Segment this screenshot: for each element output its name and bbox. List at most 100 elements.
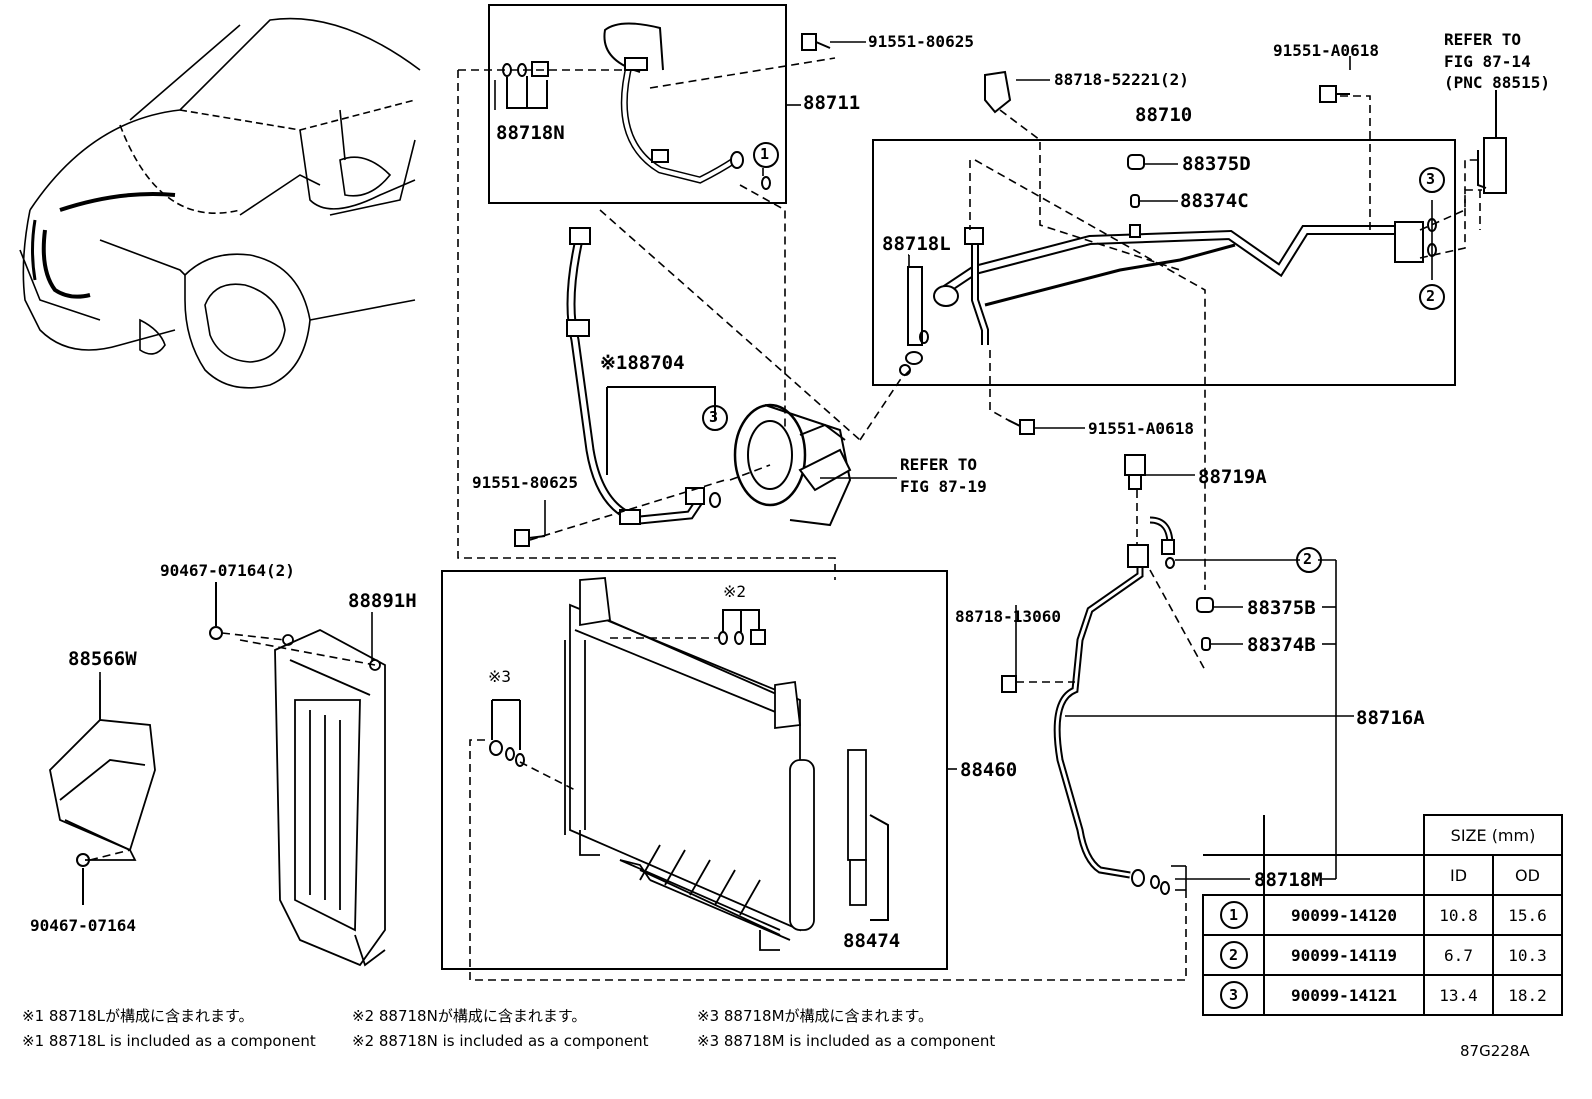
shroud-88891H <box>274 628 386 967</box>
label-90467-07164-2[interactable]: 90467-07164(2) <box>160 561 295 580</box>
refer-fig-87-14-line1[interactable]: REFER TO <box>1444 30 1522 49</box>
refer-fig-87-14-line2[interactable]: FIG 87-14 <box>1444 52 1531 71</box>
size-table-blank <box>1264 815 1425 856</box>
condenser-88460 <box>564 577 867 951</box>
refer-fig-87-19-line2[interactable]: FIG 87-19 <box>900 477 987 496</box>
label-note3-mark: ※3 <box>488 667 512 686</box>
cap-88375B <box>1196 597 1214 613</box>
label-88718-52221[interactable]: 88718-52221(2) <box>1054 70 1189 89</box>
size-table: SIZE (mm) ID OD 1 90099-14120 10.8 15.6 … <box>1202 814 1563 1016</box>
tube-88716A <box>1001 516 1175 895</box>
callout-circle-2a <box>1419 284 1445 310</box>
callout-3-number-b: 3 <box>1426 170 1436 188</box>
size-table-blank <box>1264 855 1425 896</box>
note-en-2: ※2 88718N is included as a component <box>352 1032 649 1050</box>
label-88718N[interactable]: 88718N <box>496 122 565 144</box>
bracket-88474 <box>869 814 889 921</box>
callout-2-number-b: 2 <box>1303 550 1313 568</box>
label-88375B[interactable]: 88375B <box>1247 597 1316 619</box>
size-table-ref-cell: 3 <box>1202 974 1265 1016</box>
car-outline-illustration <box>19 17 421 389</box>
refer-fig-87-14-line3[interactable]: (PNC 88515) <box>1444 73 1550 92</box>
compressor <box>733 403 852 527</box>
bolt-91551-A0618-mid <box>1007 419 1035 435</box>
size-table-row: 2 90099-14119 6.7 10.3 <box>1202 934 1563 976</box>
bolt-91551-80625-mid <box>514 529 546 547</box>
label-88375D[interactable]: 88375D <box>1182 153 1251 175</box>
label-88374B[interactable]: 88374B <box>1247 634 1316 656</box>
bracket-88704 <box>607 386 716 420</box>
o-rings-note2 <box>718 609 766 645</box>
label-88719A[interactable]: 88719A <box>1198 466 1267 488</box>
expansion-valve <box>1477 90 1507 194</box>
size-table-subheader-row: ID OD <box>1203 854 1563 896</box>
label-88474[interactable]: 88474 <box>843 930 901 952</box>
note-jp-3: ※3 88718Mが構成に含まれます。 <box>697 1007 934 1025</box>
clip-88718-52221 <box>984 70 1012 114</box>
hose-88711 <box>603 22 744 184</box>
bolt-88375D <box>1127 154 1145 170</box>
label-88891H[interactable]: 88891H <box>348 590 417 612</box>
callout-2-number: 2 <box>1426 287 1436 305</box>
size-table-od: 15.6 <box>1492 894 1563 936</box>
label-88460[interactable]: 88460 <box>960 759 1018 781</box>
size-table-ref: 2 <box>1219 941 1248 969</box>
size-table-od: 18.2 <box>1492 974 1563 1016</box>
label-88710[interactable]: 88710 <box>1135 104 1193 126</box>
callout-1-number: 1 <box>760 145 770 163</box>
size-table-col-id: ID <box>1423 854 1494 896</box>
size-table-part[interactable]: 90099-14119 <box>1263 934 1425 976</box>
note-jp-1: ※1 88718Lが構成に含まれます。 <box>22 1007 254 1025</box>
refer-fig-87-19-line1[interactable]: REFER TO <box>900 455 978 474</box>
label-88716A[interactable]: 88716A <box>1356 707 1425 729</box>
callout-3-number: 3 <box>709 408 719 426</box>
size-table-ref: 1 <box>1219 901 1248 929</box>
label-88711[interactable]: 88711 <box>803 92 861 114</box>
o-rings-88718N <box>502 61 549 109</box>
dashed-lines <box>89 57 1482 981</box>
bolt-91551-A0618-top <box>1319 85 1350 103</box>
clip-90467-07164-2 <box>209 626 223 640</box>
note-en-3: ※3 88718M is included as a component <box>697 1032 996 1050</box>
pipe-88710 <box>933 221 1424 345</box>
o-rings-note3 <box>489 699 525 767</box>
callout-circle-3a <box>702 405 728 431</box>
size-table-blank <box>1203 855 1265 896</box>
size-table-part[interactable]: 90099-14120 <box>1263 894 1425 936</box>
clip-90467-07164 <box>76 853 90 867</box>
label-91551-80625-top[interactable]: 91551-80625 <box>868 32 974 51</box>
callout-circle-1 <box>753 142 779 168</box>
label-91551-A0618-top[interactable]: 91551-A0618 <box>1273 41 1379 60</box>
label-90467-07164[interactable]: 90467-07164 <box>30 916 136 935</box>
note-jp-2: ※2 88718Nが構成に含まれます。 <box>352 1007 587 1025</box>
box-88710 <box>872 139 1456 386</box>
callout-circle-2b <box>1296 547 1322 573</box>
label-91551-80625-mid[interactable]: 91551-80625 <box>472 473 578 492</box>
valve-core-88374C <box>1130 194 1140 208</box>
size-table-ref: 3 <box>1219 981 1248 1009</box>
label-88718-13060[interactable]: 88718-13060 <box>955 607 1061 626</box>
size-table-ref-cell: 1 <box>1202 894 1265 936</box>
label-88704[interactable]: ※188704 <box>600 352 685 374</box>
size-table-part[interactable]: 90099-14121 <box>1263 974 1425 1016</box>
hose-88704 <box>566 227 705 525</box>
size-table-id: 10.8 <box>1423 894 1494 936</box>
box-88711 <box>488 4 787 204</box>
label-note2-mark: ※2 <box>723 582 747 601</box>
box-88460 <box>441 570 948 970</box>
label-88374C[interactable]: 88374C <box>1180 190 1249 212</box>
size-table-blank <box>1203 815 1265 856</box>
size-table-col-od: OD <box>1492 854 1563 896</box>
size-table-od: 10.3 <box>1492 934 1563 976</box>
valve-core-88374B <box>1201 637 1211 651</box>
size-table-row: 3 90099-14121 13.4 18.2 <box>1202 974 1563 1016</box>
bolt-91551-80625-top <box>801 33 831 51</box>
size-table-id: 13.4 <box>1423 974 1494 1016</box>
label-88718L[interactable]: 88718L <box>882 233 951 255</box>
label-88566W[interactable]: 88566W <box>68 648 137 670</box>
callout-circle-3b <box>1419 167 1445 193</box>
size-table-group-header: SIZE (mm) <box>1423 814 1563 856</box>
label-91551-A0618-mid[interactable]: 91551-A0618 <box>1088 419 1194 438</box>
size-table-ref-cell: 2 <box>1202 934 1265 976</box>
